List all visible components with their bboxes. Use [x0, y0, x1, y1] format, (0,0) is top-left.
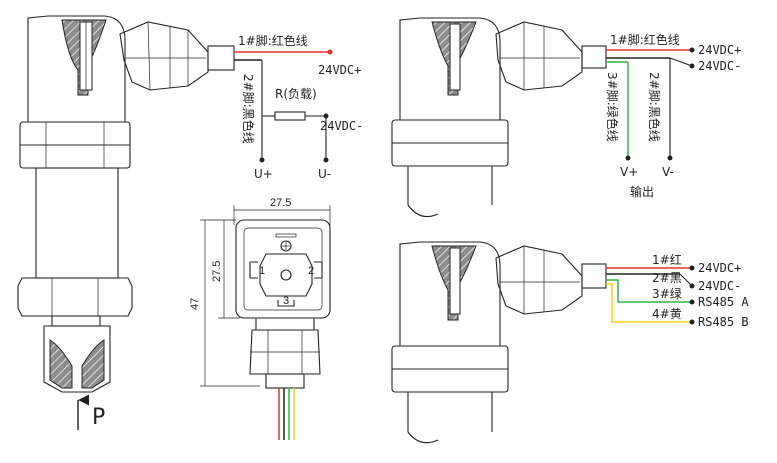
- v-pin3-label: 3#脚:绿色线: [605, 72, 620, 142]
- v-plus-label: V+: [620, 165, 638, 179]
- rs-w1-label: 1#红: [652, 252, 682, 267]
- v-minus-label: V-: [662, 165, 674, 179]
- v-pin1-label: 1#脚:红色线: [610, 32, 680, 47]
- load-label: R(负载): [275, 87, 317, 101]
- pin-2-label: 2: [308, 265, 314, 277]
- sensor-body-left: P: [17, 15, 133, 430]
- rs485-b-label: RS485 B: [698, 315, 749, 329]
- width-dim: 27.5: [270, 197, 291, 209]
- rs-w4-label: 4#黄: [652, 307, 682, 321]
- pin-3-label: 3: [283, 295, 289, 307]
- pressure-label: P: [92, 405, 105, 430]
- v-pin2-label: 2#脚:黑色线: [647, 72, 662, 142]
- u-plus-label: U+: [254, 167, 273, 181]
- pin2-label: 2#脚:黑色线: [241, 74, 256, 144]
- height-dim: 47: [189, 298, 201, 310]
- v-vdc-minus-label: 24VDC-: [698, 59, 741, 73]
- wiring-panel-rs485: 1#红 2#黑 3#绿 4#黄 24VDC+ 24VDC- RS485 A RS…: [606, 252, 749, 329]
- rs-w3-label: 3#绿: [652, 286, 682, 301]
- wiring-panel-voltage: 1#脚:红色线 24VDC+ 24VDC- 3#脚:绿色线 2#脚:黑色线 V+…: [605, 32, 741, 199]
- sensor-body-right-top: [391, 17, 607, 218]
- vdc-minus-label: 24VDC-: [320, 119, 363, 133]
- rs-vdc-plus-label: 24VDC+: [698, 261, 741, 275]
- cable-gland-left: [119, 21, 235, 91]
- vdc-plus-label: 24VDC+: [318, 63, 361, 77]
- u-minus-label: U-: [318, 167, 331, 181]
- v-vdc-plus-label: 24VDC+: [698, 43, 741, 57]
- output-label: 输出: [630, 184, 654, 199]
- inner-dim: 27.5: [211, 261, 223, 282]
- wiring-panel-current: 1#脚:红色线 24VDC+ 2#脚:黑色线 R(负载) 24VDC- U+ U…: [234, 33, 363, 181]
- din-connector: 27.5 47 27.5 1 2 3: [189, 197, 331, 440]
- pin1-label: 1#脚:红色线: [238, 33, 308, 48]
- sensor-body-right-bottom: [391, 241, 607, 444]
- rs485-a-label: RS485 A: [698, 295, 749, 309]
- rs-vdc-minus-label: 24VDC-: [698, 279, 741, 293]
- pin-1-label: 1: [259, 265, 265, 277]
- rs-w2-label: 2#黑: [652, 271, 682, 285]
